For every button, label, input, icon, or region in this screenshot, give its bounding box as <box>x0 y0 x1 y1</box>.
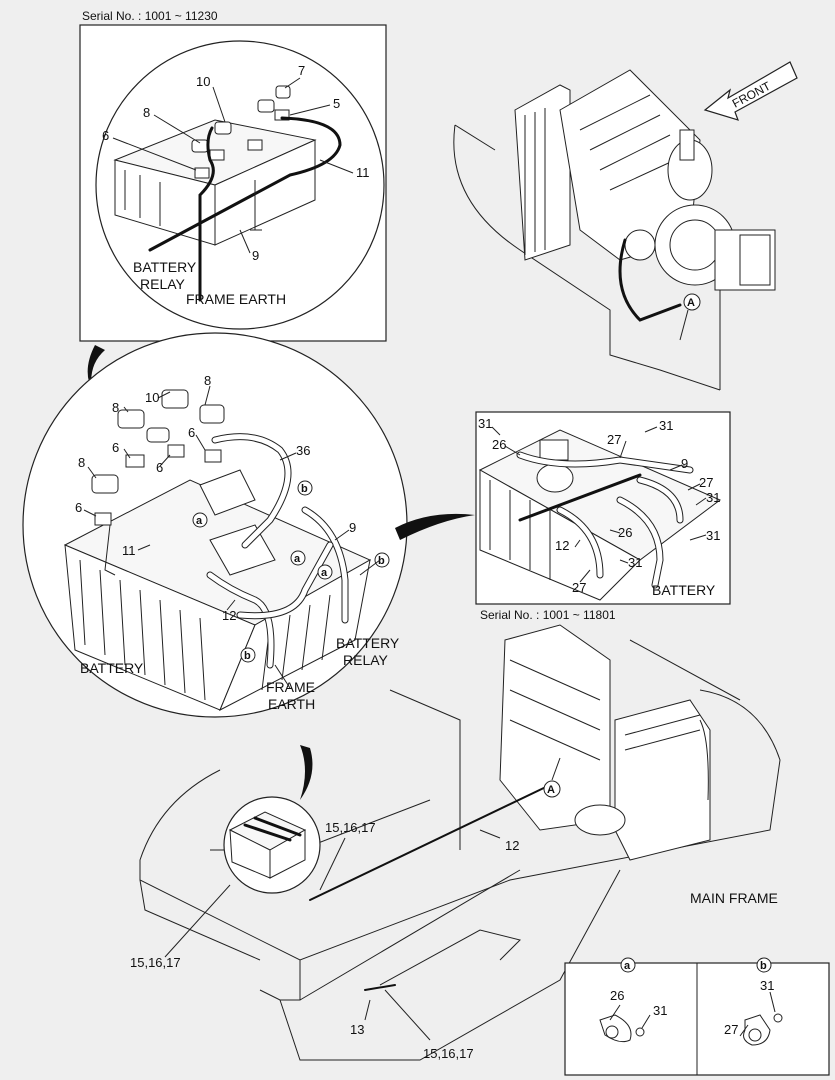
inset-battery-old: Serial No. : 1001 ~ 11230 <box>79 9 387 342</box>
ref-15-16-17-c: 15,16,17 <box>423 1046 474 1061</box>
part-8-c: 8 <box>78 455 85 470</box>
part-6-a: 6 <box>188 425 195 440</box>
part-9: 9 <box>252 248 259 263</box>
circle-A-bottom: A <box>547 784 555 796</box>
circle-b-2: b <box>378 555 385 567</box>
ref-15-16-17-a: 15,16,17 <box>325 820 376 835</box>
part-6: 6 <box>102 128 109 143</box>
clip-detail-box: a b 26 31 27 31 <box>564 957 830 1076</box>
frame-label: FRAME <box>266 679 315 695</box>
battery-relay-label-1: BATTERY <box>133 259 197 275</box>
part-36: 36 <box>296 443 310 458</box>
part-31-e: 31 <box>628 555 642 570</box>
part-31-d: 31 <box>706 528 720 543</box>
part-9-a: 9 <box>349 520 356 535</box>
battery-relay-label-3: BATTERY <box>336 635 400 651</box>
circle-b-1: b <box>301 483 308 495</box>
circle-a-2: a <box>294 553 301 565</box>
circle-A-top: A <box>687 297 695 309</box>
part-9-b: 9 <box>681 456 688 471</box>
part-31-b: 31 <box>659 418 673 433</box>
part-27-c: 27 <box>572 580 586 595</box>
front-arrow: FRONT <box>703 61 798 121</box>
part-6-b: 6 <box>112 440 119 455</box>
part-13: 13 <box>350 1022 364 1037</box>
part-8: 8 <box>143 105 150 120</box>
part-6-c: 6 <box>156 460 163 475</box>
part-5: 5 <box>333 96 340 111</box>
inset-battery-new: 31 26 27 31 9 27 31 31 26 12 31 27 BATTE… <box>475 411 731 622</box>
part-11-a: 11 <box>122 543 136 558</box>
part-10-a: 10 <box>145 390 159 405</box>
part-12-c: 12 <box>505 838 519 853</box>
main-frame-view: A 12 15,16,17 15,16,17 15,16,17 13 MAIN … <box>130 624 781 1061</box>
detail-part-26: 26 <box>610 988 624 1003</box>
part-26-b: 26 <box>618 525 632 540</box>
detail-part-31-a: 31 <box>653 1003 667 1018</box>
frame-earth-label: FRAME EARTH <box>186 291 286 307</box>
part-27-b: 27 <box>699 475 713 490</box>
part-12-a: 12 <box>222 608 236 623</box>
part-26-a: 26 <box>492 437 506 452</box>
circle-b-3: b <box>244 650 251 662</box>
ref-15-16-17-b: 15,16,17 <box>130 955 181 970</box>
circle-a-1: a <box>196 515 203 527</box>
detail-part-27: 27 <box>724 1022 738 1037</box>
part-7: 7 <box>298 63 305 78</box>
circle-a-3: a <box>321 567 328 579</box>
part-31-c: 31 <box>706 490 720 505</box>
main-frame-label: MAIN FRAME <box>690 890 778 906</box>
battery-relay-label-2: RELAY <box>140 276 186 292</box>
detail-circle-b: b <box>760 960 767 972</box>
part-8-a: 8 <box>204 373 211 388</box>
part-8-b: 8 <box>112 400 119 415</box>
battery-label-2: BATTERY <box>652 582 716 598</box>
part-31-a: 31 <box>478 416 492 431</box>
battery-label-1: BATTERY <box>80 660 144 676</box>
part-11: 11 <box>356 165 370 180</box>
serial-mid-label: Serial No. : 1001 ~ 11801 <box>480 608 616 622</box>
earth-label: EARTH <box>268 696 315 712</box>
part-27-a: 27 <box>607 432 621 447</box>
part-12-b: 12 <box>555 538 569 553</box>
part-10: 10 <box>196 74 210 89</box>
engine-top-view: FRONT A <box>453 61 798 391</box>
battery-relay-label-4: RELAY <box>343 652 389 668</box>
detail-circle-a: a <box>624 960 631 972</box>
battery-detail-circle: a b a a b b 8 <box>22 332 475 718</box>
detail-part-31-b: 31 <box>760 978 774 993</box>
part-6-d: 6 <box>75 500 82 515</box>
serial-top-label: Serial No. : 1001 ~ 11230 <box>82 9 218 23</box>
